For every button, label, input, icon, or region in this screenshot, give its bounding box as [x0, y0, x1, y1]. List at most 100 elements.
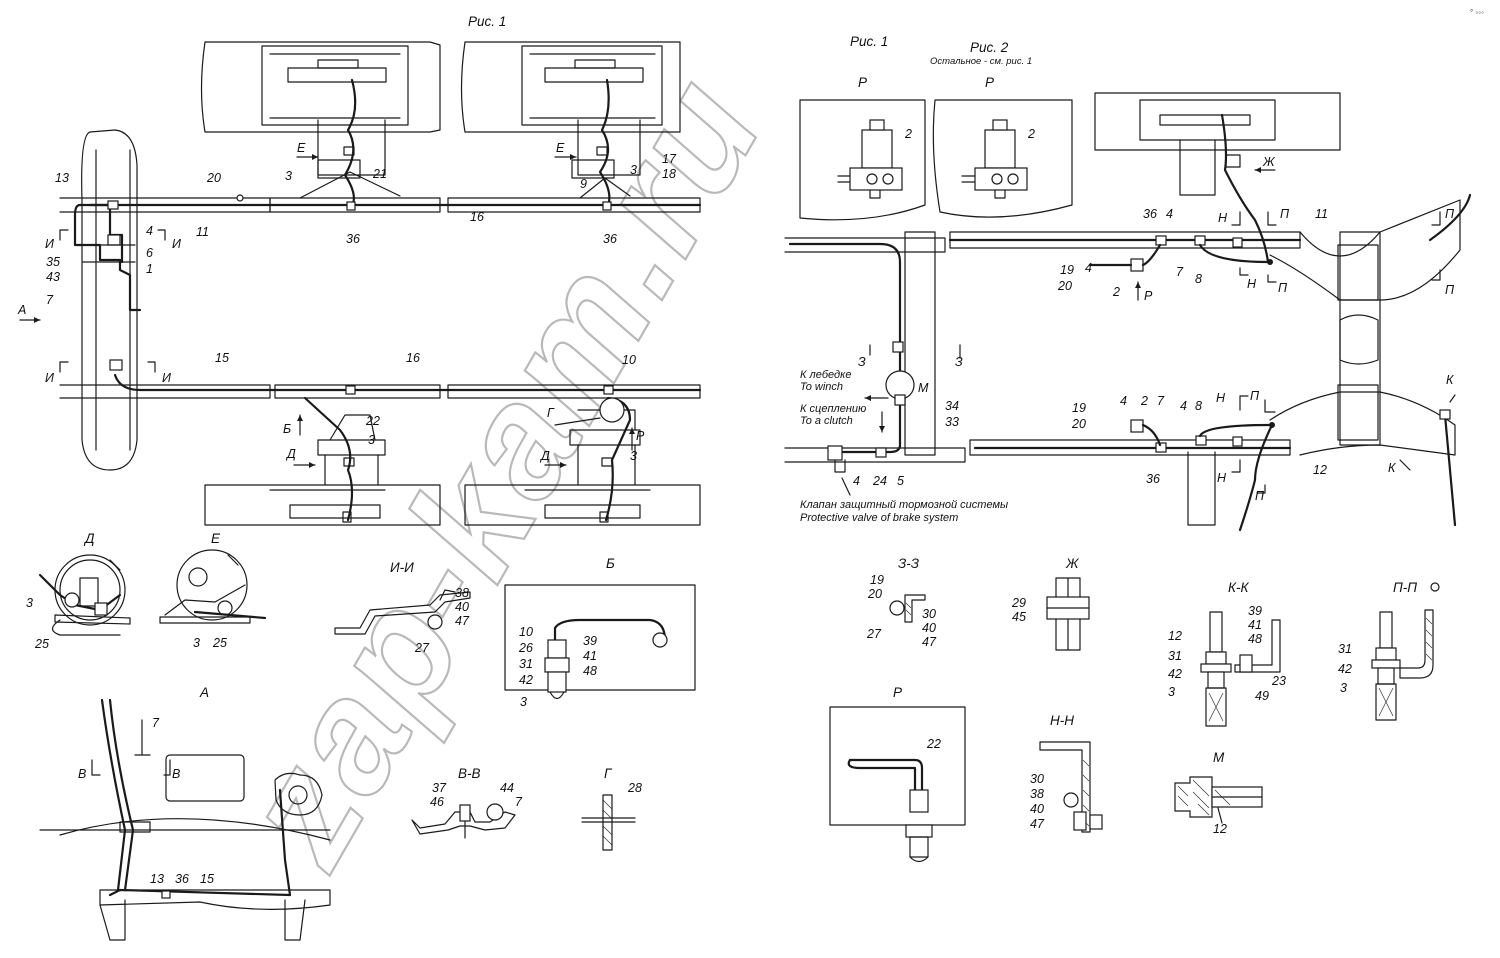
detail-Z-Z-bracket	[904, 594, 926, 623]
rear-tyre-upper	[1094, 92, 1341, 151]
label-4-fig2d: 4	[1120, 394, 1127, 408]
detail-K-K-bracket	[1234, 619, 1281, 673]
label-44: 44	[500, 781, 514, 795]
fitting-36-upper-2	[602, 201, 612, 211]
fig2-note: Остальное - см. рис. 1	[930, 56, 1032, 67]
label-39-B: 39	[583, 634, 597, 648]
fig2-fitting-36-upper	[1155, 235, 1167, 246]
label-47-NN: 47	[1030, 817, 1045, 831]
detail-P-P-tube	[1379, 611, 1393, 649]
leader-protective-valve	[841, 477, 851, 496]
label-5: 5	[897, 474, 904, 488]
detail-Zh: Ж 29 45	[1011, 556, 1090, 651]
detail-K-K-hose	[1205, 687, 1227, 727]
detail-B: Б 10 26 31 42 3 39 41 48	[504, 556, 696, 709]
view-title-K-K: К-К	[1228, 580, 1249, 595]
valve-body-2	[984, 129, 1016, 169]
fig2-valve-2-lower	[1130, 419, 1144, 433]
detail-I-I-bolt	[439, 589, 456, 601]
fig2-valve-2-upper	[1130, 258, 1144, 272]
hub-cap-upper-2	[574, 59, 616, 69]
label-36-fig2b: 36	[1146, 472, 1160, 486]
label-36-b: 36	[603, 232, 617, 246]
fig2-line-to-valve-lower	[1141, 423, 1162, 447]
detail-R-fitting	[909, 789, 929, 813]
arrow-A-head	[34, 317, 40, 323]
callout-clutch-en: To a clutch	[800, 415, 853, 427]
label-7-fig2b: 7	[1157, 394, 1165, 408]
detail-D-tab	[109, 559, 121, 571]
detail-N-N-bolt	[1073, 811, 1087, 831]
detail-G-hatch	[602, 799, 613, 846]
frame-rail-upper-mid	[269, 197, 441, 213]
detail-D-plate	[54, 614, 131, 625]
callout-winch-ru: К лебедке	[800, 369, 851, 381]
view-mark-I-2: И	[172, 237, 181, 251]
view-title-G: Г	[604, 766, 613, 781]
section-K	[1399, 394, 1456, 471]
detail-B-frame	[504, 584, 696, 691]
label-3-PP: 3	[1340, 681, 1347, 695]
detail-A-chamber-hub	[288, 785, 308, 805]
detail-E-clip	[217, 600, 233, 616]
label-15-A: 15	[200, 872, 214, 886]
section-Z	[869, 344, 961, 359]
detail-P-P: П-П 31 42 3	[1338, 580, 1440, 721]
view-mark-I-4: И	[162, 371, 171, 385]
detail-B-pipe	[553, 618, 667, 642]
label-2-inset2: 2	[1027, 127, 1035, 141]
label-33: 33	[945, 415, 959, 429]
cross-member-opening	[1339, 314, 1379, 365]
detail-Z-Z-clip	[889, 600, 905, 616]
view-title-R: Р	[893, 685, 902, 700]
label-13-a: 13	[55, 171, 69, 185]
fig2-fitting-36-lower	[1155, 442, 1167, 453]
detail-M-hatch	[1177, 779, 1231, 816]
fig2-rail-lower-left	[784, 447, 966, 463]
label-28: 28	[627, 781, 642, 795]
frame-rail-lower-mid	[274, 384, 441, 399]
brake-line-lower	[113, 373, 702, 392]
detail-E-plate	[159, 616, 251, 624]
label-6: 6	[146, 246, 153, 260]
view-mark-R-a: Р	[636, 429, 645, 443]
view-mark-E-2: Е	[556, 141, 565, 155]
label-12-M: 12	[1213, 822, 1227, 836]
rear-hub-upper	[1139, 99, 1276, 141]
clamp-lower-1b	[342, 511, 352, 523]
clamp-upper-2	[596, 146, 608, 156]
detail-D-clip	[64, 592, 80, 608]
fitting-24	[875, 447, 887, 458]
section-V	[91, 759, 171, 776]
callout-valve-en: Protective valve of brake system	[800, 512, 958, 524]
leader-winch-head	[865, 395, 871, 401]
detail-R-pipe-2	[848, 758, 924, 792]
detail-A-line	[108, 888, 292, 897]
label-27-ZZ: 27	[866, 627, 882, 641]
inset-R-1-frame	[799, 99, 926, 221]
section-P-lower	[1256, 399, 1276, 494]
detail-V-V-profile	[411, 811, 516, 835]
label-3-d: 3	[630, 449, 637, 463]
knuckle-lower-1-legs	[324, 454, 379, 486]
detail-R-nut	[905, 824, 933, 838]
fitting-22	[345, 385, 356, 395]
label-41-B: 41	[583, 649, 597, 663]
front-valve	[107, 234, 121, 246]
label-30-NN: 30	[1030, 772, 1044, 786]
view-title-Zh: Ж	[1065, 556, 1080, 571]
detail-G: Г 28	[581, 766, 642, 851]
valve-port-1a	[866, 173, 878, 185]
fig2-line-8-upper	[1198, 243, 1270, 264]
detail-V-V-bolt	[459, 804, 471, 822]
view-title-D: Д	[83, 531, 95, 546]
detail-B-hose-end	[549, 691, 565, 700]
knuckle-upper-2	[577, 119, 641, 176]
view-mark-D-1: Д	[285, 447, 296, 461]
arrow-R-left-head	[629, 428, 635, 434]
front-fitting-13	[107, 200, 119, 210]
hose-lower-1	[303, 396, 354, 522]
label-40-NN: 40	[1030, 802, 1044, 816]
detail-K-K-tube	[1209, 611, 1223, 653]
